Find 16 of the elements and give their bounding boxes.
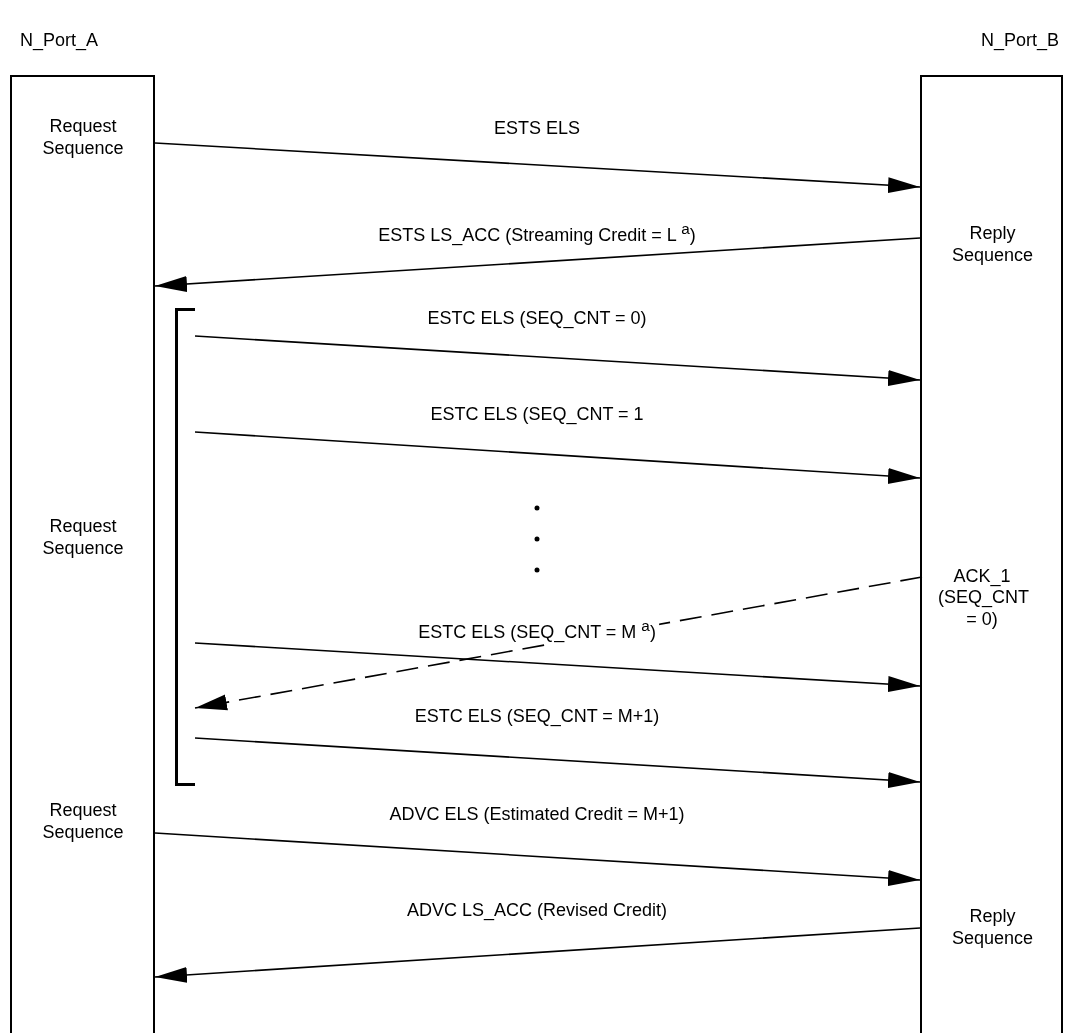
bracket-shape [175, 308, 195, 786]
message-arrow [194, 737, 921, 789]
sequence-label: Request Sequence [41, 516, 125, 560]
lifeline-heading: N_Port_A [20, 30, 99, 51]
lifeline-heading: N_Port_B [980, 30, 1059, 51]
message-arrow [154, 142, 921, 194]
message-arrow [154, 832, 921, 886]
message-arrow [194, 642, 921, 693]
message-arrow [194, 335, 921, 387]
sequence-label: Reply Sequence [950, 223, 1035, 267]
message-arrow [154, 237, 921, 292]
message-arrow [194, 431, 921, 484]
sequence-label: Request Sequence [41, 800, 125, 844]
sequence-label: Request Sequence [41, 116, 125, 160]
message-arrow [154, 927, 921, 983]
sequence-label: Reply Sequence [950, 906, 1035, 950]
